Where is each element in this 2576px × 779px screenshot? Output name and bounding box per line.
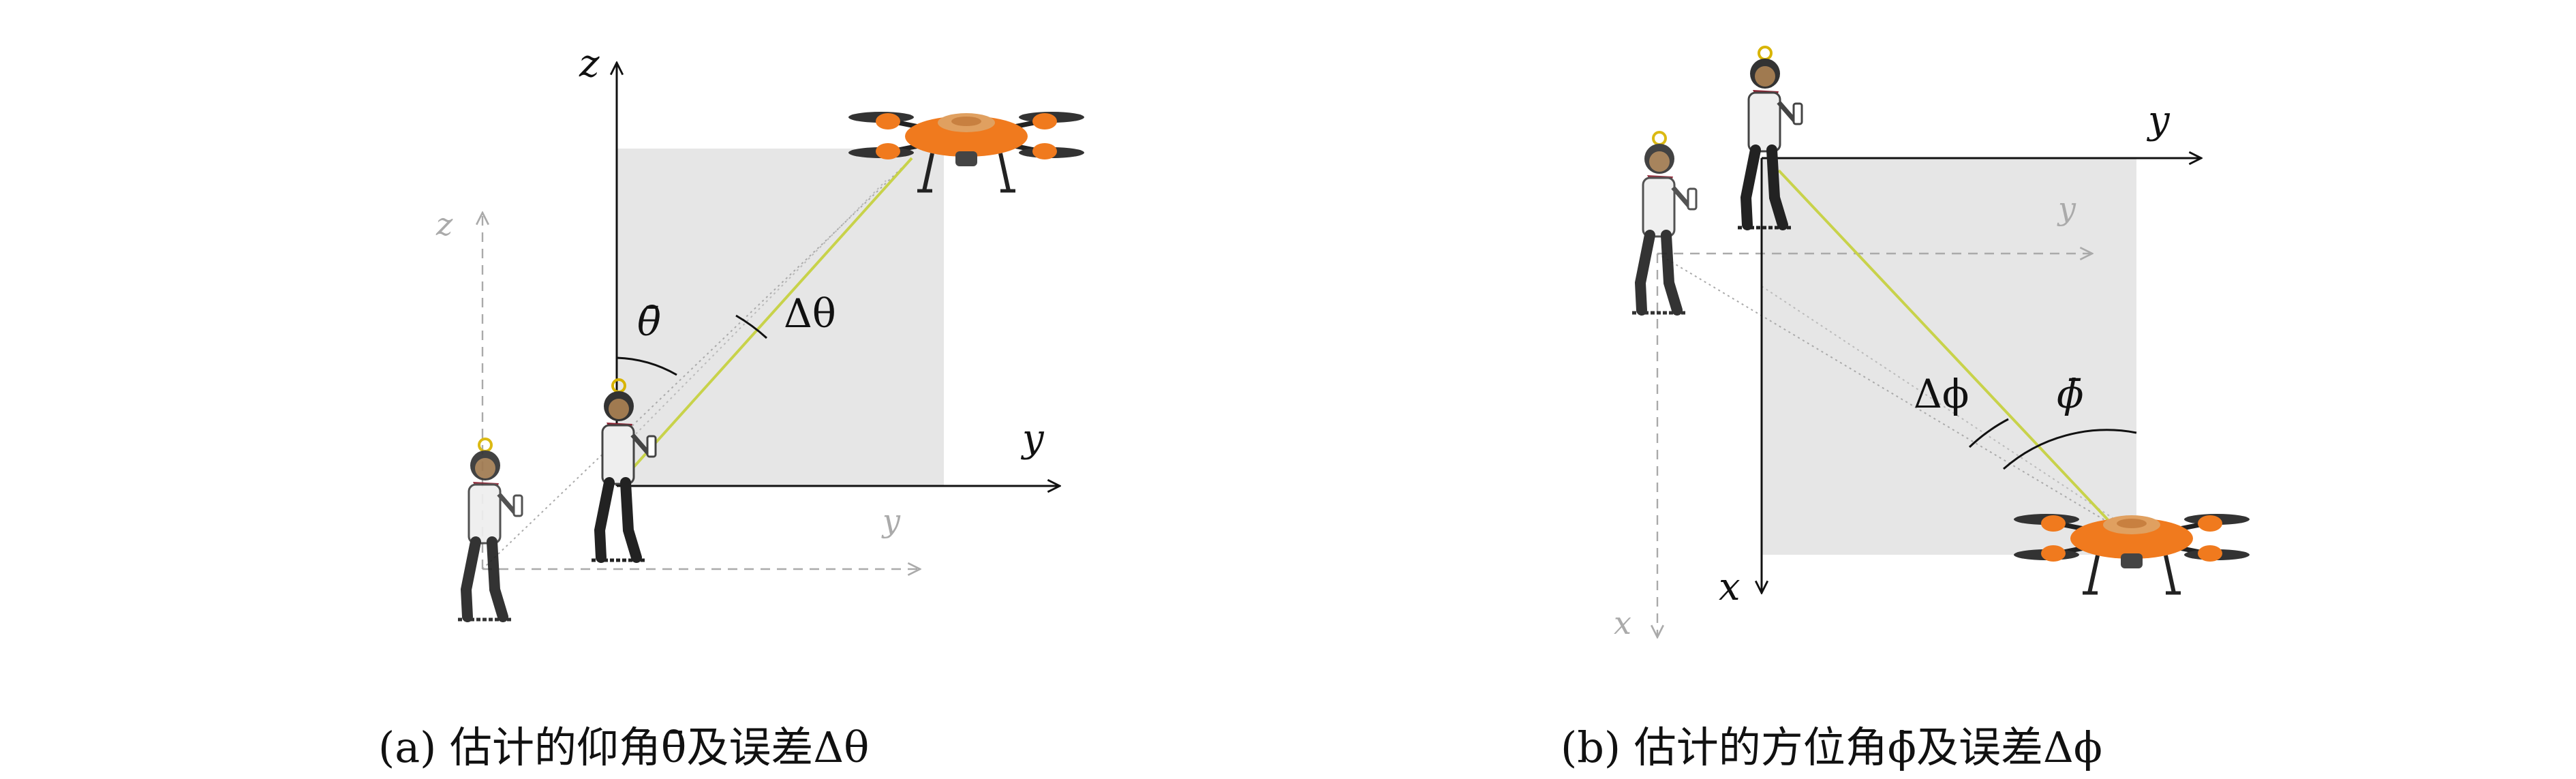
panel-b-phi-label: ϕ̄ xyxy=(2057,371,2084,417)
panel-a-z-label: z xyxy=(579,42,600,86)
drone-icon xyxy=(2014,514,2250,593)
panel-b-y-label: y xyxy=(2146,98,2171,142)
panel-b-gray-y-label: y xyxy=(2057,190,2076,227)
person-icon xyxy=(1632,132,1696,313)
person-icon xyxy=(458,439,522,620)
panel-b: y x y x ϕ̄ Δϕ (b) 估计的方位角ϕ̄及误差Δϕ xyxy=(1561,47,2250,772)
panel-b-estimate-line xyxy=(1657,253,2113,525)
panel-b-estimate-line-parallel xyxy=(1761,286,2113,519)
panel-a-shaded-region xyxy=(617,149,944,486)
panel-b-caption: (b) 估计的方位角ϕ̄及误差Δϕ xyxy=(1561,722,2102,772)
panel-b-gray-x-label: x xyxy=(1614,605,1631,641)
panel-b-phi-arc xyxy=(2003,429,2137,470)
panel-a-theta-label: θ̄ xyxy=(637,299,661,345)
panel-b-x-label: x xyxy=(1719,565,1741,609)
panel-a-gray-z-label: z xyxy=(435,206,453,243)
panel-b-delta-phi-label: Δϕ xyxy=(1914,371,1969,417)
panel-a: z y z y θ̄ Δθ (a) 估计的仰角θ̄及误差Δθ xyxy=(378,42,1084,772)
panel-a-y-label: y xyxy=(1020,416,1045,461)
panel-a-gray-y-label: y xyxy=(881,502,901,539)
panel-b-delta-phi-arc xyxy=(1968,418,2009,448)
panel-a-true-line xyxy=(615,157,913,487)
panel-a-caption: (a) 估计的仰角θ̄及误差Δθ xyxy=(378,722,869,772)
panel-b-shaded-region xyxy=(1762,158,2136,555)
panel-a-estimate-line-parallel xyxy=(616,180,887,454)
panel-a-theta-arc xyxy=(616,356,677,376)
panel-a-delta-theta-arc xyxy=(735,314,768,339)
panel-a-delta-theta-label: Δθ xyxy=(784,290,836,337)
panel-b-true-line xyxy=(1777,169,2114,526)
